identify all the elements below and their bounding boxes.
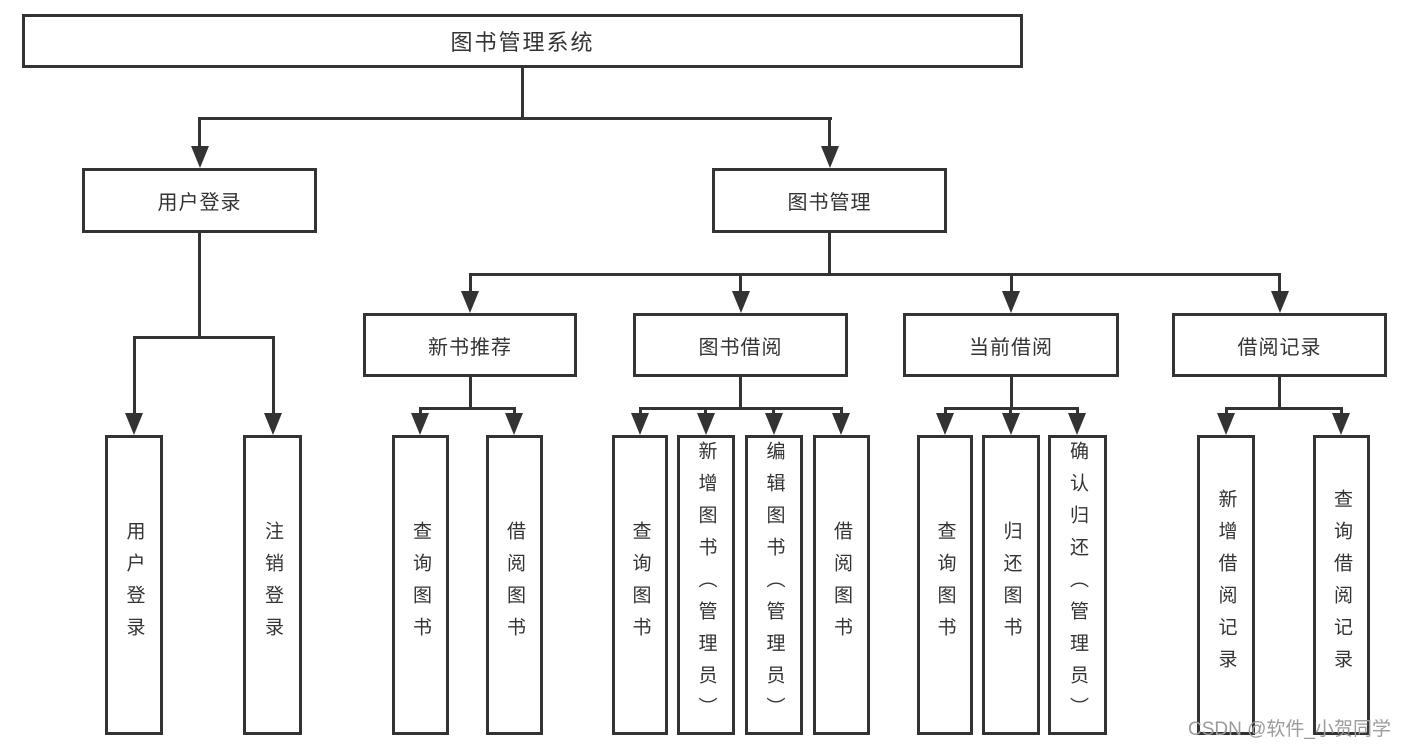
connector-vline-borrowing-records [1278, 377, 1281, 410]
leaf-label: 新增图书（管理员） [695, 441, 717, 729]
connector-hline-level3 [469, 273, 1281, 276]
connector-stem [272, 336, 275, 418]
csdn-watermark: CSDN @软件_小贺同学 [1188, 719, 1391, 740]
node-library-management-system: 图书管理系统 [22, 14, 1023, 68]
arrow-down-icon [631, 413, 649, 435]
connector-stem [198, 117, 201, 150]
leaf-label: 借阅图书 [831, 521, 852, 649]
connector-hline-borrowing-records [1225, 407, 1343, 410]
leaf-add-book-admin: 新增图书（管理员） [677, 435, 735, 735]
node-label: 图书管理系统 [450, 30, 595, 55]
node-label: 借阅记录 [1237, 336, 1322, 359]
node-label: 图书管理 [787, 192, 872, 214]
leaf-query-books-recommend: 查询图书 [392, 435, 449, 735]
arrow-down-icon [411, 413, 429, 435]
arrow-down-icon [1332, 413, 1350, 435]
leaf-label: 新增借阅记录 [1215, 489, 1237, 681]
connector-hline-user-login [133, 336, 275, 339]
node-current-borrowing: 当前借阅 [903, 313, 1119, 377]
leaf-label: 查询借阅记录 [1331, 489, 1352, 681]
arrow-down-icon [821, 146, 839, 168]
arrow-down-icon [765, 413, 783, 435]
node-user-login: 用户登录 [82, 168, 317, 233]
node-new-book-recommendation: 新书推荐 [363, 313, 577, 377]
leaf-label: 用户登录 [123, 521, 145, 649]
arrow-down-icon [1002, 291, 1020, 313]
arrow-down-icon [505, 413, 523, 435]
connector-vline-root [521, 68, 524, 119]
arrow-down-icon [1068, 413, 1086, 435]
arrow-down-icon [732, 291, 750, 313]
leaf-borrow-books-borrowing: 借阅图书 [813, 435, 870, 735]
node-book-borrowing: 图书借阅 [633, 313, 848, 377]
arrow-down-icon [125, 413, 143, 435]
connector-vline-current-borrowing [1010, 377, 1013, 410]
connector-hline-level2 [198, 117, 832, 120]
leaf-query-books-current: 查询图书 [917, 435, 973, 735]
connector-stem [828, 117, 831, 150]
leaf-label: 查询图书 [934, 521, 956, 649]
leaf-user-login: 用户登录 [105, 435, 163, 735]
arrow-down-icon [1002, 413, 1020, 435]
connector-hline-new-book [419, 407, 516, 410]
leaf-edit-book-admin: 编辑图书（管理员） [745, 435, 803, 735]
arrow-down-icon [461, 291, 479, 313]
node-label: 图书借阅 [698, 336, 783, 359]
leaf-label: 查询图书 [629, 521, 651, 649]
node-book-management: 图书管理 [712, 168, 947, 233]
leaf-label: 确认归还（管理员） [1067, 441, 1088, 729]
connector-vline-new-book [469, 377, 472, 410]
arrow-down-icon [697, 413, 715, 435]
node-label: 当前借阅 [969, 336, 1053, 359]
leaf-label: 借阅图书 [504, 521, 525, 649]
leaf-return-book: 归还图书 [982, 435, 1040, 735]
arrow-down-icon [832, 413, 850, 435]
leaf-query-borrow-record: 查询借阅记录 [1313, 435, 1370, 735]
leaf-add-borrow-record: 新增借阅记录 [1197, 435, 1255, 735]
connector-stem [133, 336, 136, 418]
connector-stem [469, 273, 472, 295]
arrow-down-icon [1271, 291, 1289, 313]
node-borrowing-records: 借阅记录 [1172, 313, 1387, 377]
leaf-label: 查询图书 [410, 521, 431, 649]
node-label: 用户登录 [157, 192, 242, 214]
arrow-down-icon [936, 413, 954, 435]
connector-hline-book-borrowing [639, 407, 843, 410]
connector-vline-book-management [828, 233, 831, 276]
node-label: 新书推荐 [428, 336, 512, 359]
connector-stem [1278, 273, 1281, 295]
leaf-label: 归还图书 [1000, 521, 1022, 649]
leaf-query-books-borrowing: 查询图书 [612, 435, 668, 735]
leaf-label: 编辑图书（管理员） [763, 441, 785, 729]
arrow-down-icon [191, 146, 209, 168]
connector-stem [739, 273, 742, 295]
leaf-borrow-books-recommend: 借阅图书 [486, 435, 543, 735]
connector-vline-book-borrowing [739, 377, 742, 410]
leaf-logout: 注销登录 [243, 435, 302, 735]
connector-vline-user-login [198, 233, 201, 339]
leaf-confirm-return-admin: 确认归还（管理员） [1048, 435, 1107, 735]
arrow-down-icon [1217, 413, 1235, 435]
leaf-label: 注销登录 [262, 521, 283, 649]
arrow-down-icon [264, 413, 282, 435]
connector-stem [1010, 273, 1013, 295]
